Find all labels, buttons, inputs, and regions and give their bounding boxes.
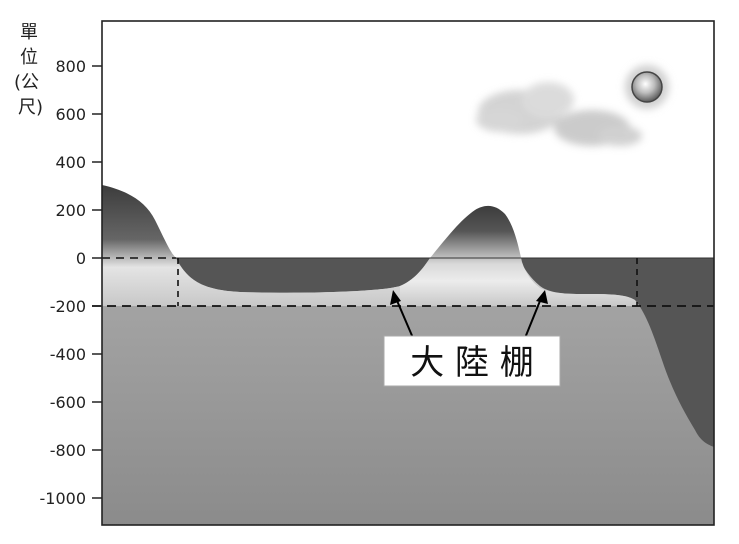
y-axis: 800 600 400 200 0 -200 -400 -600 -800 -1000: [40, 57, 102, 508]
diagram-frame: [101, 20, 715, 526]
y-tick-label: -600: [50, 393, 86, 412]
unit-char-4: 尺): [18, 97, 43, 118]
island-peak: [400, 205, 638, 306]
unit-char-1: 單: [20, 22, 38, 43]
callout-label: 大 陸 棚: [410, 343, 534, 383]
left-landmass: [102, 185, 400, 306]
y-tick-label: 0: [76, 249, 86, 268]
y-tick-label: 200: [55, 201, 86, 220]
y-tick-label: -800: [50, 441, 86, 460]
arrow-left-head: [390, 290, 401, 305]
y-tick-label: -1000: [40, 489, 87, 508]
y-tick-label: 400: [55, 153, 86, 172]
unit-label: 單 位 (公 尺): [14, 22, 43, 118]
arrow-right-head: [536, 290, 548, 304]
y-tick-label: 600: [55, 105, 86, 124]
arrow-left: [394, 295, 414, 339]
callout-box: [383, 335, 561, 387]
callout-arrows: [390, 290, 548, 339]
unit-char-2: 位: [20, 47, 38, 68]
sea-water: [176, 258, 714, 447]
sun-icon: [625, 65, 669, 109]
unit-char-3: (公: [14, 72, 39, 93]
y-tick-label: -400: [50, 345, 86, 364]
arrow-right: [524, 295, 543, 339]
y-tick-label: -200: [50, 297, 86, 316]
y-tick-label: 800: [55, 57, 86, 76]
cloud-icon: [476, 82, 642, 146]
